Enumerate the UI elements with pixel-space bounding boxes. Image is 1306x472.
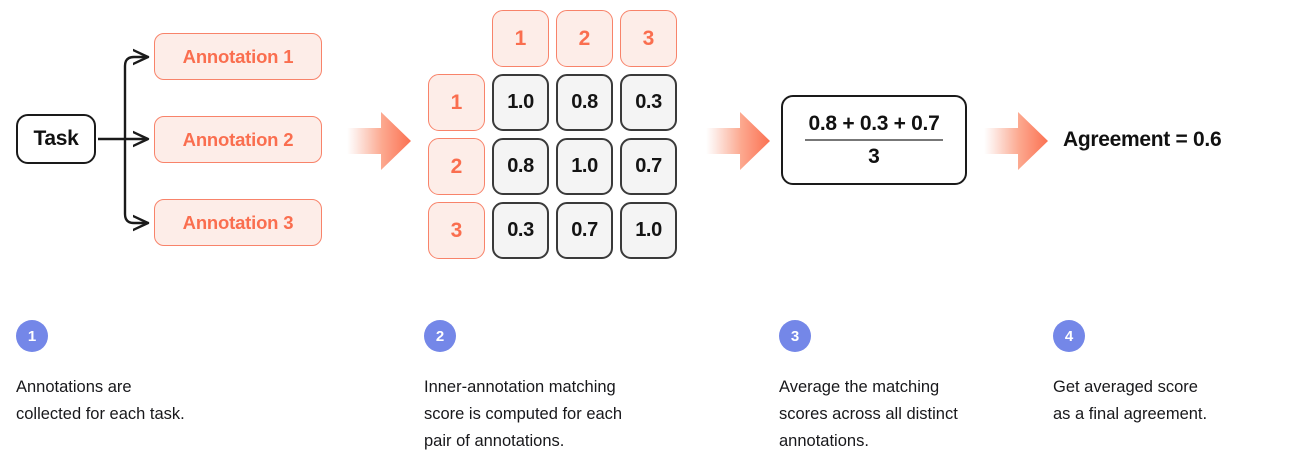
matrix-cell-2-2: 1.0: [556, 138, 613, 195]
step-text-1: Annotations are collected for each task.: [16, 378, 185, 423]
step-text-3: Average the matching scores across all d…: [779, 378, 958, 450]
step-badge-1: 1: [16, 320, 48, 352]
step-4: 4 Get averaged score as a final agreemen…: [1053, 320, 1303, 428]
matrix-row: 2 0.8 1.0 0.7: [428, 138, 684, 202]
agreement-result: Agreement = 0.6: [1063, 128, 1222, 151]
step-2: 2 Inner-annotation matching score is com…: [424, 320, 704, 455]
fraction-numerator: 0.8 + 0.3 + 0.7: [804, 112, 944, 141]
step-3: 3 Average the matching scores across all…: [779, 320, 1029, 455]
step-1: 1 Annotations are collected for each tas…: [16, 320, 246, 428]
task-label: Task: [33, 127, 79, 150]
matrix-cell-2-3: 0.7: [620, 138, 677, 195]
matrix-row-header-3: 3: [428, 202, 485, 259]
matrix-cell-3-2: 0.7: [556, 202, 613, 259]
matrix-row-header-1: 1: [428, 74, 485, 131]
annotation-label-1: Annotation 1: [182, 45, 294, 67]
average-formula-box: 0.8 + 0.3 + 0.7 3: [781, 95, 967, 185]
fraction-denominator: 3: [868, 144, 880, 168]
step-text-4: Get averaged score as a final agreement.: [1053, 378, 1208, 423]
annotation-node-3: Annotation 3: [154, 199, 322, 246]
flow-arrow-2-icon: [706, 112, 770, 170]
fraction: 0.8 + 0.3 + 0.7 3: [804, 112, 944, 169]
annotation-node-2: Annotation 2: [154, 116, 322, 163]
task-node: Task: [16, 114, 96, 164]
matrix-cell-3-1: 0.3: [492, 202, 549, 259]
annotation-label-2: Annotation 2: [182, 128, 294, 150]
matrix-row: 3 0.3 0.7 1.0: [428, 202, 684, 266]
matrix-col-header-1: 1: [492, 10, 549, 67]
matrix-corner-spacer: [428, 10, 485, 67]
matrix-cell-2-1: 0.8: [492, 138, 549, 195]
matrix-row: 1 1.0 0.8 0.3: [428, 74, 684, 138]
annotation-node-1: Annotation 1: [154, 33, 322, 80]
flow-arrow-3-icon: [984, 112, 1048, 170]
matrix-cell-1-3: 0.3: [620, 74, 677, 131]
step-badge-3: 3: [779, 320, 811, 352]
matrix-col-header-2: 2: [556, 10, 613, 67]
matrix-cell-1-2: 0.8: [556, 74, 613, 131]
matrix-cell-3-3: 1.0: [620, 202, 677, 259]
matrix-header-row: 1 2 3: [428, 10, 684, 74]
annotation-label-3: Annotation 3: [182, 211, 294, 233]
matrix-row-header-2: 2: [428, 138, 485, 195]
step-badge-4: 4: [1053, 320, 1085, 352]
matrix-col-header-3: 3: [620, 10, 677, 67]
matrix-cell-1-1: 1.0: [492, 74, 549, 131]
agreement-matrix: 1 2 3 1 1.0 0.8 0.3 2 0.8 1.0 0.7 3 0.3 …: [428, 10, 684, 266]
step-badge-2: 2: [424, 320, 456, 352]
flow-arrow-1-icon: [347, 112, 411, 170]
step-text-2: Inner-annotation matching score is compu…: [424, 378, 623, 450]
